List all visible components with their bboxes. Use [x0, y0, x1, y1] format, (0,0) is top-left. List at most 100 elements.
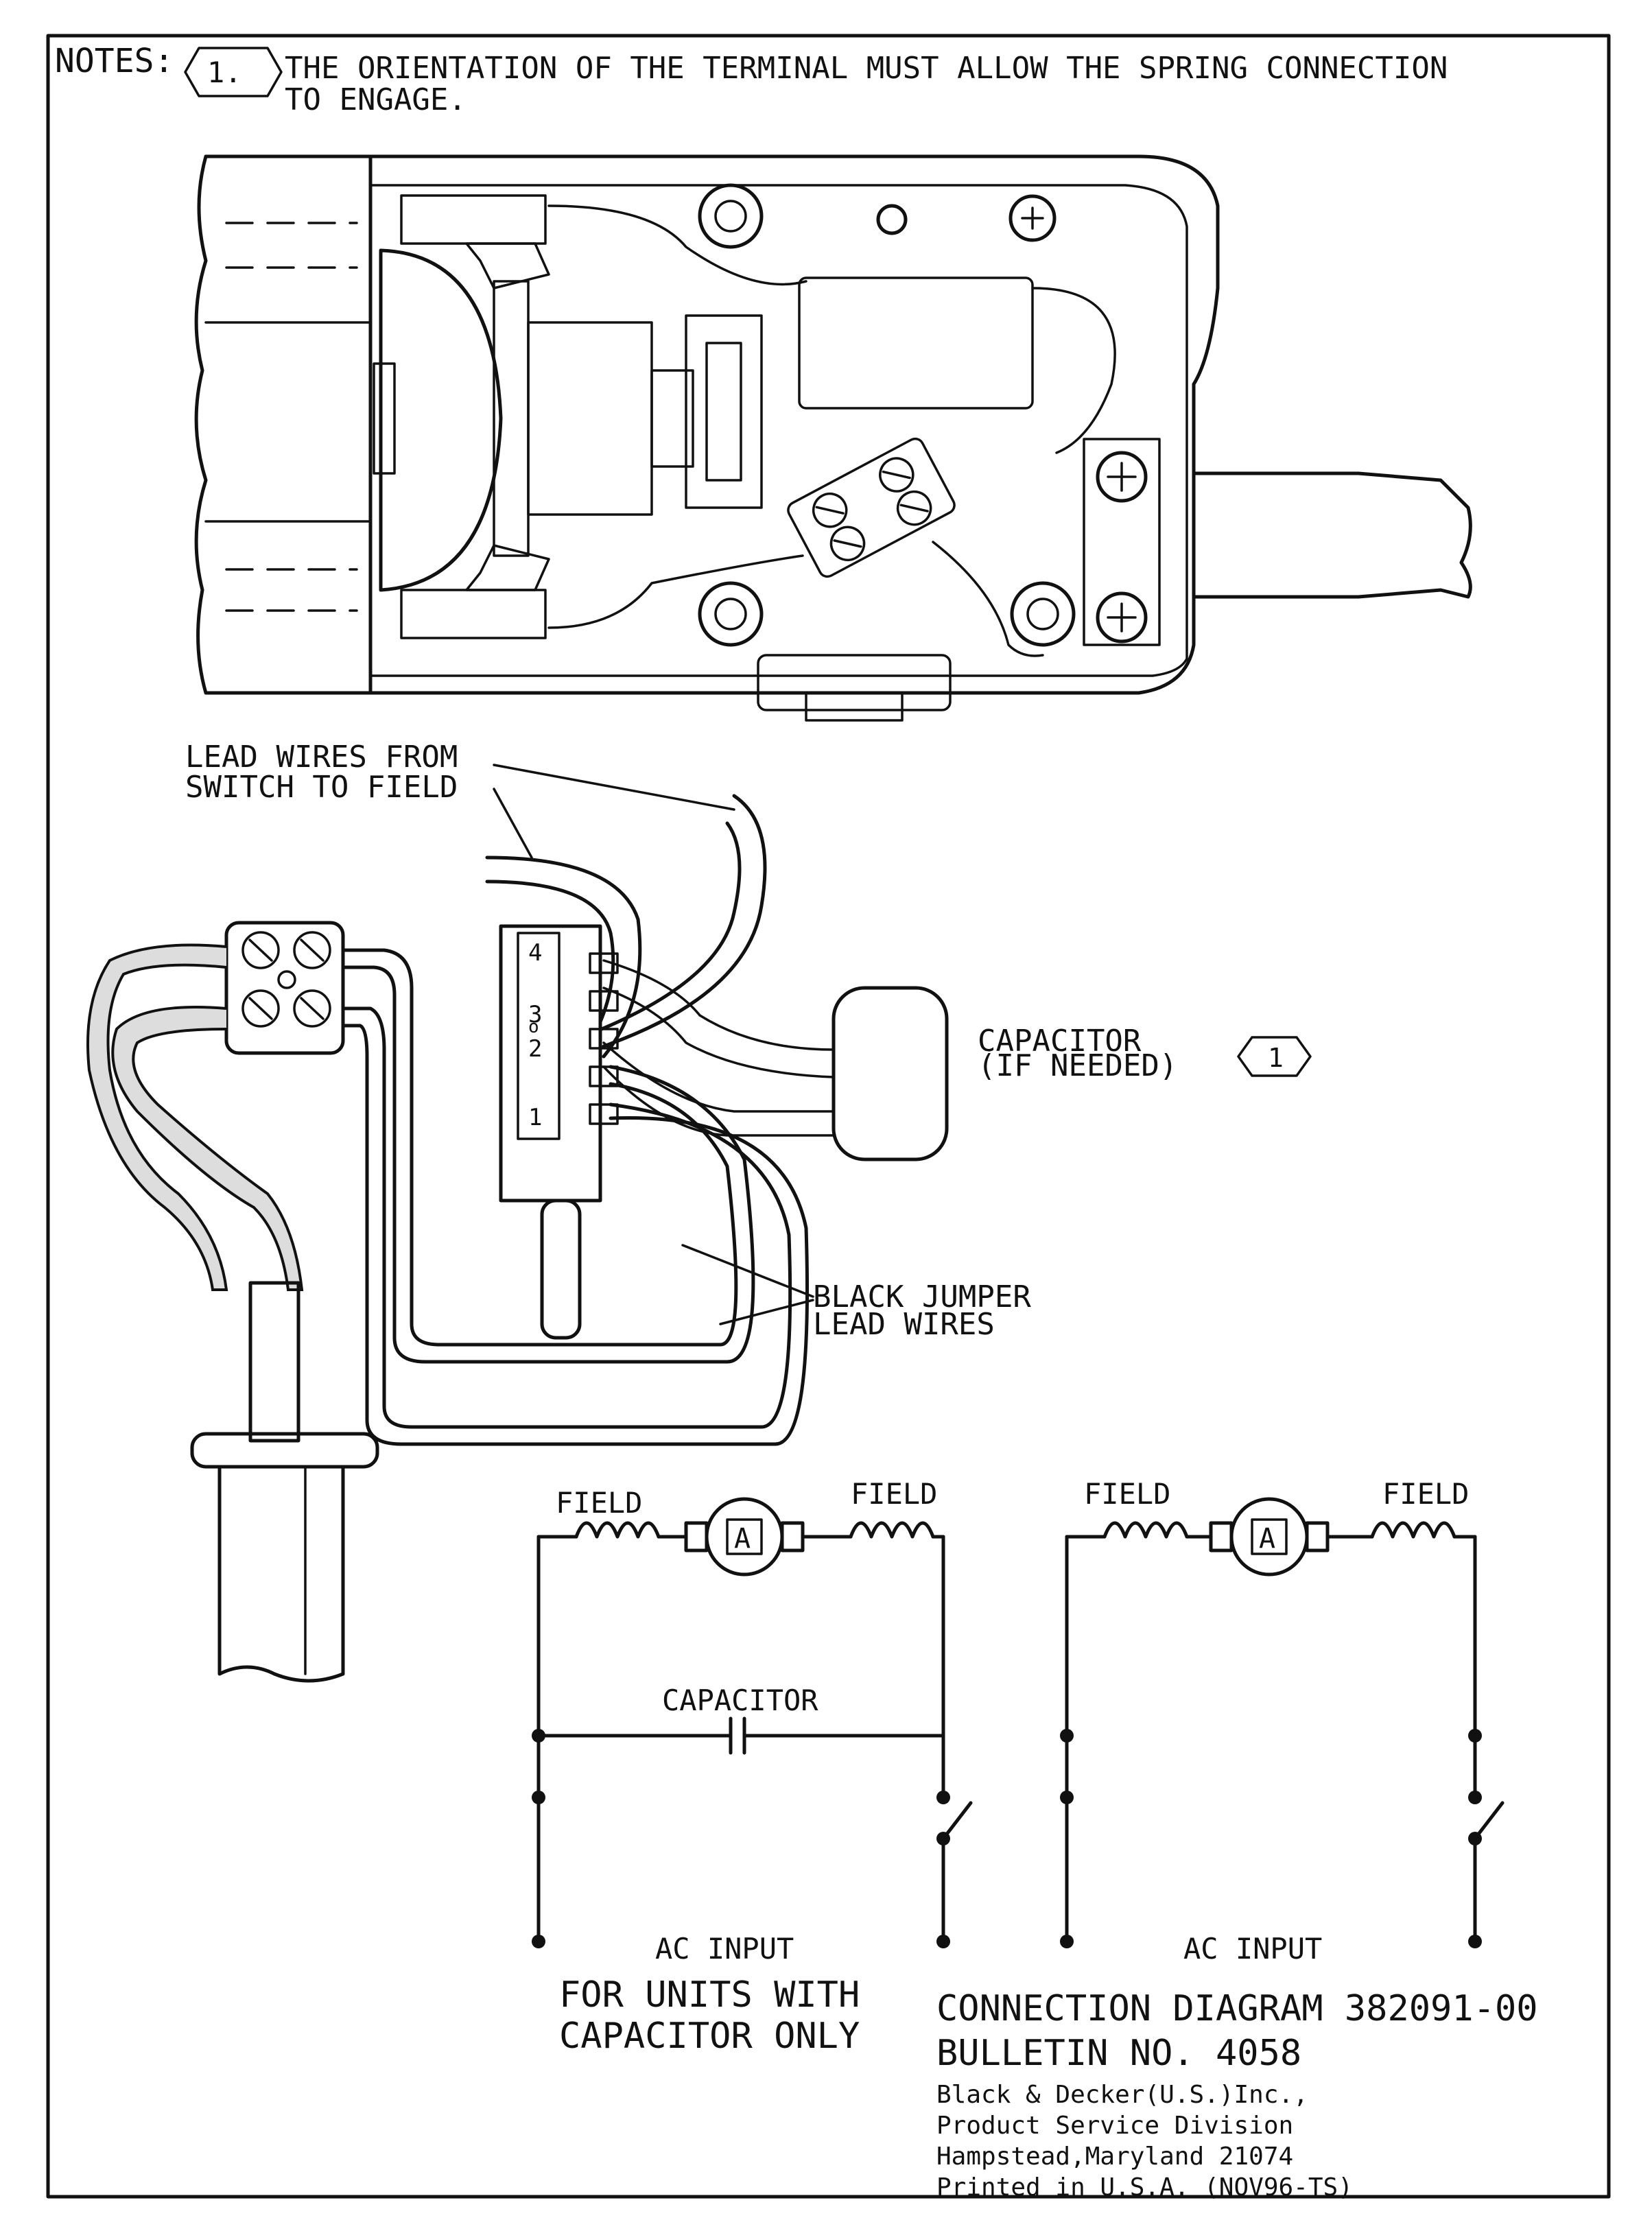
jumper-label-1: BLACK JUMPER — [813, 1279, 1031, 1314]
left-field-label-2: FIELD — [851, 1477, 937, 1511]
switch-terminal-3: 3 — [528, 1001, 542, 1028]
title-bulletin: BULLETIN NO. 4058 — [936, 2033, 1301, 2074]
jumper-wire-2b — [341, 1024, 810, 1446]
clamp-screw-upper-cross — [1107, 462, 1137, 492]
title-address: Hampstead,Maryland 21074 — [936, 2143, 1293, 2171]
left-field-label-1: FIELD — [556, 1486, 642, 1520]
screw-top — [400, 194, 547, 245]
housing-outline — [224, 154, 1220, 695]
left-armature-box — [726, 1518, 763, 1555]
clamp-screw-lower-icon — [1096, 591, 1148, 644]
post-top-left-inner — [714, 200, 747, 233]
left-ac-input: AC INPUT — [655, 1932, 794, 1966]
jumper-label-2: LEAD WIRES — [813, 1307, 995, 1342]
switch-body — [499, 924, 602, 1203]
switch-terminal-tab-2 — [589, 990, 619, 1012]
jumper-leader-1 — [681, 1244, 814, 1298]
right-armature-box — [1251, 1518, 1288, 1555]
post-bottom-right-inner — [1026, 598, 1059, 630]
note-number: 1. — [207, 56, 242, 89]
cord-clamp — [1083, 438, 1161, 646]
clamp-screw-upper-icon — [1096, 451, 1148, 503]
right-brush-1 — [1209, 1521, 1234, 1553]
post-top-right — [876, 204, 908, 235]
right-field-label-1: FIELD — [1084, 1477, 1170, 1511]
housing-wire-c — [1031, 287, 1116, 454]
housing-wire-a — [547, 204, 807, 286]
lead-wires-label-1: LEAD WIRES FROM — [185, 740, 458, 775]
left-brush-2 — [780, 1521, 805, 1553]
switch-terminal-tab-1 — [589, 952, 619, 974]
brush-holder-left — [373, 362, 396, 475]
housing-terminal-block — [787, 437, 956, 578]
switch-inner — [705, 342, 742, 482]
housing-screw-icon — [1008, 194, 1057, 242]
lead-wire-right-b — [591, 821, 742, 1035]
left-field-coil-1 — [574, 1521, 661, 1539]
capacitor-label-2: (IF NEEDED) — [978, 1048, 1177, 1083]
switch-terminal-1: 1 — [528, 1104, 542, 1131]
housing-wire-b — [547, 554, 804, 629]
capacitor-box — [798, 276, 1034, 410]
clamp-screw-lower-cross — [1107, 602, 1137, 633]
post-top-left — [698, 183, 764, 249]
post-bottom-right — [1010, 581, 1076, 647]
housing-bottom-tab-inner — [805, 692, 904, 722]
title-diagram: CONNECTION DIAGRAM 382091-00 — [936, 1988, 1538, 2029]
switch-terminal-tab-5 — [589, 1103, 619, 1125]
housing-bottom-tab — [757, 654, 952, 711]
bearing-hub — [527, 321, 653, 516]
left-switch-blade — [941, 1801, 973, 1841]
schematic-without-capacitor: FIELD FIELD A AC INPUT — [1060, 1477, 1504, 1966]
note-number-bubble — [184, 47, 283, 97]
housing-inner-wall — [369, 184, 1188, 677]
switch-block — [685, 314, 763, 509]
braided-cord-upper — [86, 943, 228, 1291]
left-brush-1 — [684, 1521, 709, 1553]
right-armature-label: A — [1259, 1523, 1275, 1555]
title-division: Product Service Division — [936, 2112, 1293, 2140]
right-switch-blade — [1473, 1801, 1504, 1841]
cord-sleeve — [248, 1281, 300, 1443]
lead-wires-leader-2 — [493, 788, 533, 859]
capacitor-body — [831, 986, 949, 1161]
title-printed: Printed in U.S.A. (NOV96-TS) — [936, 2173, 1353, 2202]
housing-wire-d — [932, 541, 1044, 657]
hatched-bracket-bottom — [465, 544, 550, 591]
right-field-coil-1 — [1102, 1521, 1189, 1539]
jumper-wire-2 — [341, 1006, 792, 1429]
lead-wire-right — [602, 794, 767, 1048]
jumper-leader-2 — [719, 1299, 814, 1325]
switch-terminal-2: 2 — [528, 1035, 542, 1063]
schematic-with-capacitor: FIELD FIELD A CAPACITOR AC INPUT FOR UNI… — [532, 1477, 973, 2057]
right-ac-input: AC INPUT — [1183, 1932, 1322, 1966]
sheet-border — [46, 34, 1611, 2199]
screw-bottom — [400, 589, 547, 639]
note-line-2: TO ENGAGE. — [285, 82, 467, 117]
notes-label: NOTES: — [55, 42, 174, 80]
switch-terminal-tab-3 — [589, 1028, 619, 1050]
left-caption-2: CAPACITOR ONLY — [559, 2016, 860, 2057]
jumper-wire-1 — [341, 948, 738, 1347]
cord-end — [217, 1465, 345, 1683]
switch-terminal-4: 4 — [528, 939, 542, 967]
wiring-detail: LEAD WIRES FROM SWITCH TO FIELD 4 3 2 o … — [86, 740, 1312, 1683]
lead-wire-upper-b — [485, 880, 615, 1045]
braided-cord-lower — [111, 1006, 304, 1291]
left-armature-label: A — [734, 1523, 751, 1555]
right-brush-2 — [1305, 1521, 1330, 1553]
housing-screw-cross — [1021, 206, 1044, 230]
power-cord — [1192, 471, 1472, 599]
jumper-wire-1b — [341, 965, 755, 1364]
switch-label-plate — [517, 932, 560, 1140]
shaft — [650, 369, 694, 468]
capacitor-lead-3 — [602, 1041, 835, 1113]
right-field-label-2: FIELD — [1382, 1477, 1469, 1511]
note-line-1: THE ORIENTATION OF THE TERMINAL MUST ALL… — [285, 51, 1448, 86]
title-block: CONNECTION DIAGRAM 382091-00 BULLETIN NO… — [936, 1988, 1538, 2202]
right-field-coil-2 — [1370, 1521, 1456, 1539]
motor-tube — [194, 154, 373, 695]
cord-collar — [190, 1432, 379, 1469]
left-field-coil-2 — [849, 1521, 935, 1539]
